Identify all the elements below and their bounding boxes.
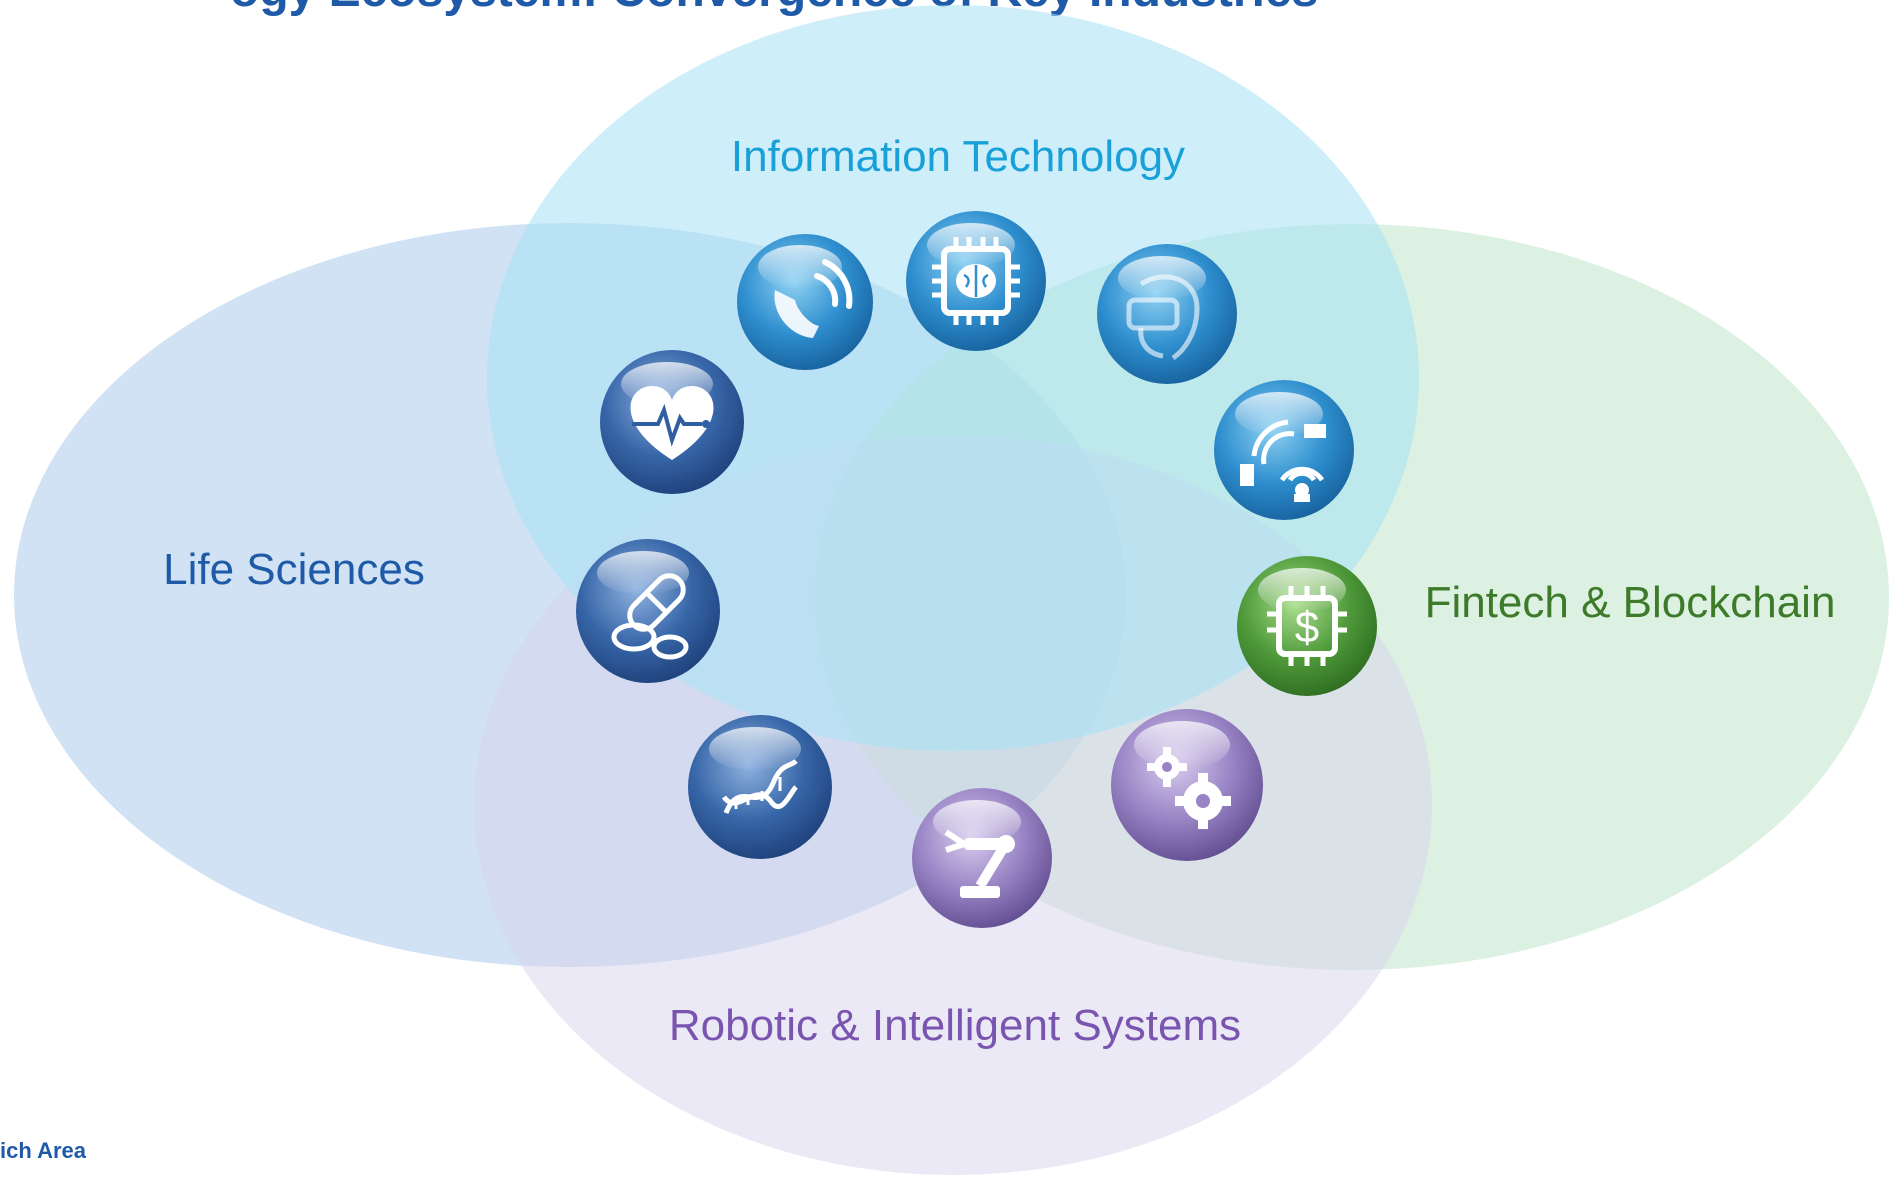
gears-icon [1111, 709, 1263, 861]
domain-label-robotics: Robotic & Intelligent Systems [669, 1001, 1241, 1050]
pills-icon [576, 539, 720, 683]
iot-smart-home-icon [1214, 380, 1354, 520]
vr-headset-icon [1097, 244, 1237, 384]
svg-text:$: $ [1295, 603, 1319, 652]
fintech-chip-icon: $ [1237, 556, 1377, 696]
robotic-arm-icon [912, 788, 1052, 928]
domain-label-information-technology: Information Technology [731, 132, 1185, 181]
page-title: ogy Ecosystem: Convergence of Key Indust… [230, 0, 1318, 17]
dna-icon [688, 715, 832, 859]
domain-ellipse-information-technology [487, 5, 1419, 751]
heart-pulse-icon [600, 350, 744, 494]
footer-label: ich Area [0, 1138, 87, 1163]
ai-brain-chip-icon [906, 211, 1046, 351]
domain-label-life-sciences: Life Sciences [163, 545, 425, 594]
wireless-phone-icon [737, 234, 873, 370]
domain-label-fintech: Fintech & Blockchain [1425, 578, 1836, 627]
